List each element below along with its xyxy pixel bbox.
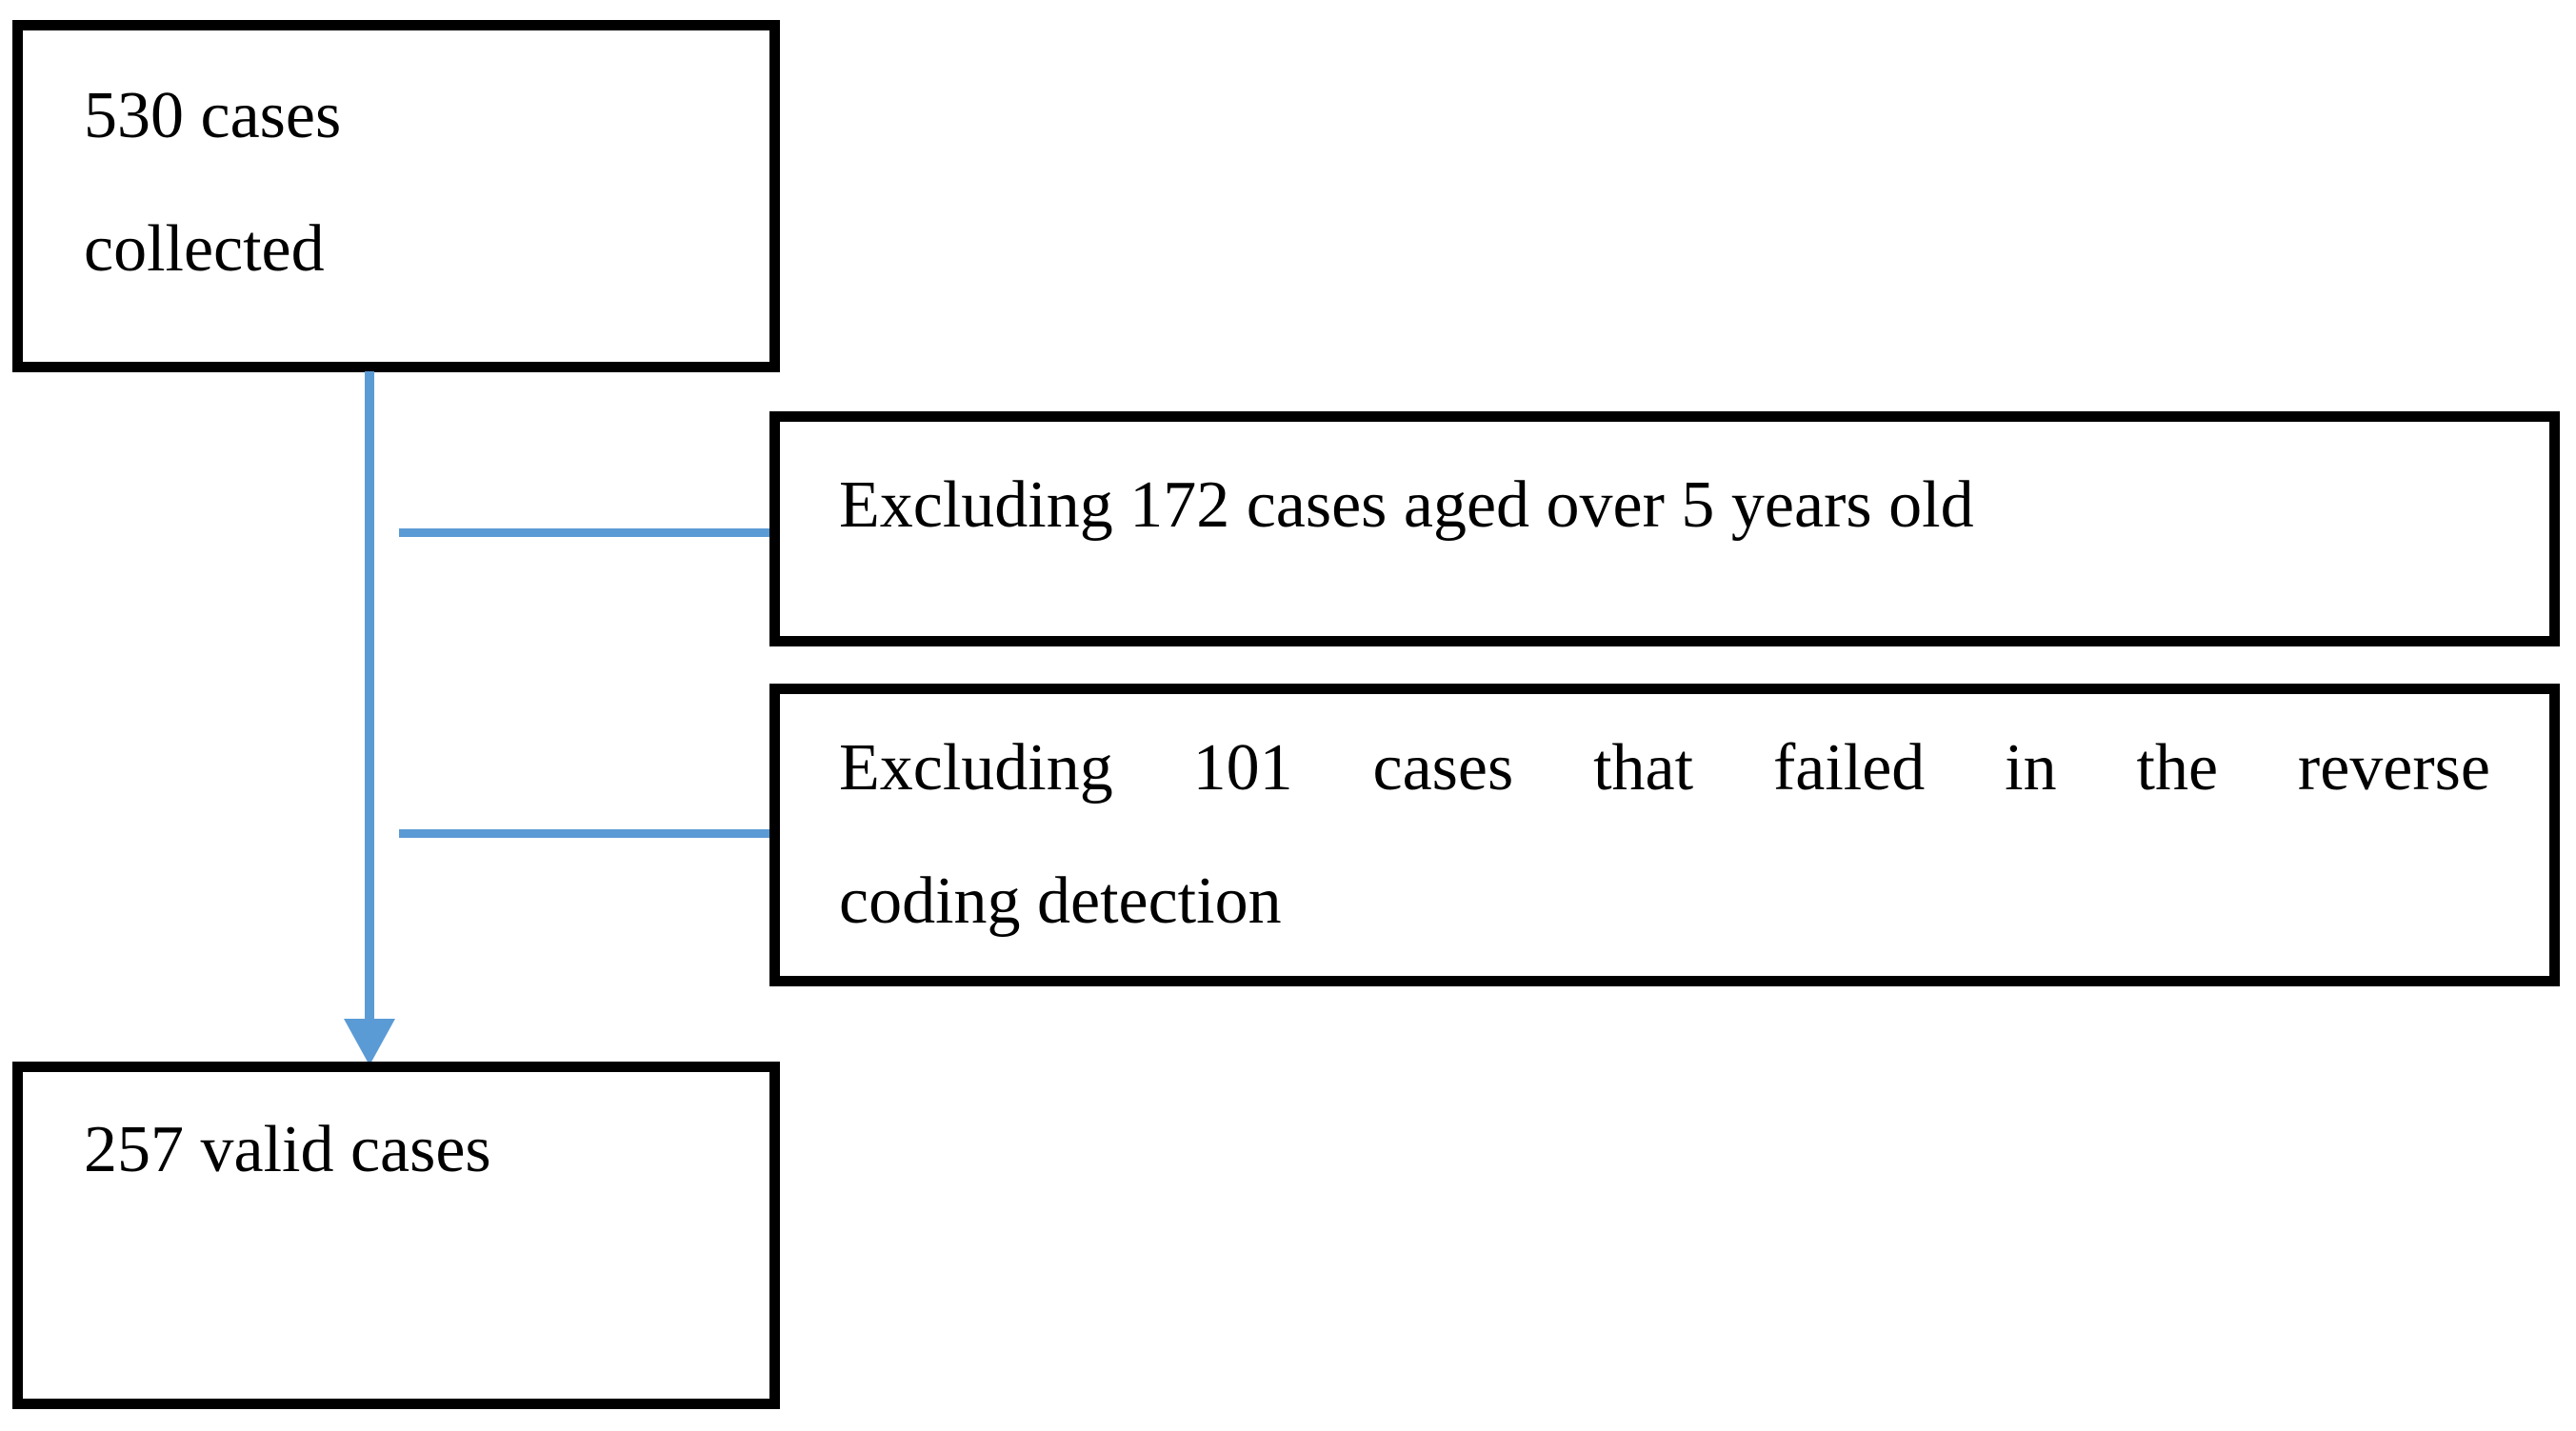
box-excluding-reverse-coding: Excluding 101 cases that failed in the r…: [769, 684, 2560, 986]
connector-line-to-excluding-age: [399, 528, 776, 537]
cases-collected-line-1: 530 cases: [84, 79, 342, 152]
excluding-reverse-line-1: Excluding 101 cases that failed in the r…: [839, 731, 2490, 805]
excluding-reverse-line-2: coding detection: [839, 865, 1282, 938]
valid-cases-label: 257 valid cases: [84, 1113, 491, 1186]
down-arrow-shaft: [365, 371, 374, 1020]
box-valid-cases: 257 valid cases: [12, 1062, 780, 1409]
connector-line-to-excluding-reverse: [399, 829, 776, 838]
cases-collected-line-2: collected: [84, 212, 325, 286]
box-excluding-age: Excluding 172 cases aged over 5 years ol…: [769, 411, 2560, 646]
box-cases-collected: 530 cases collected: [12, 20, 780, 372]
down-arrowhead-icon: [344, 1019, 395, 1065]
excluding-age-label: Excluding 172 cases aged over 5 years ol…: [839, 467, 1974, 542]
